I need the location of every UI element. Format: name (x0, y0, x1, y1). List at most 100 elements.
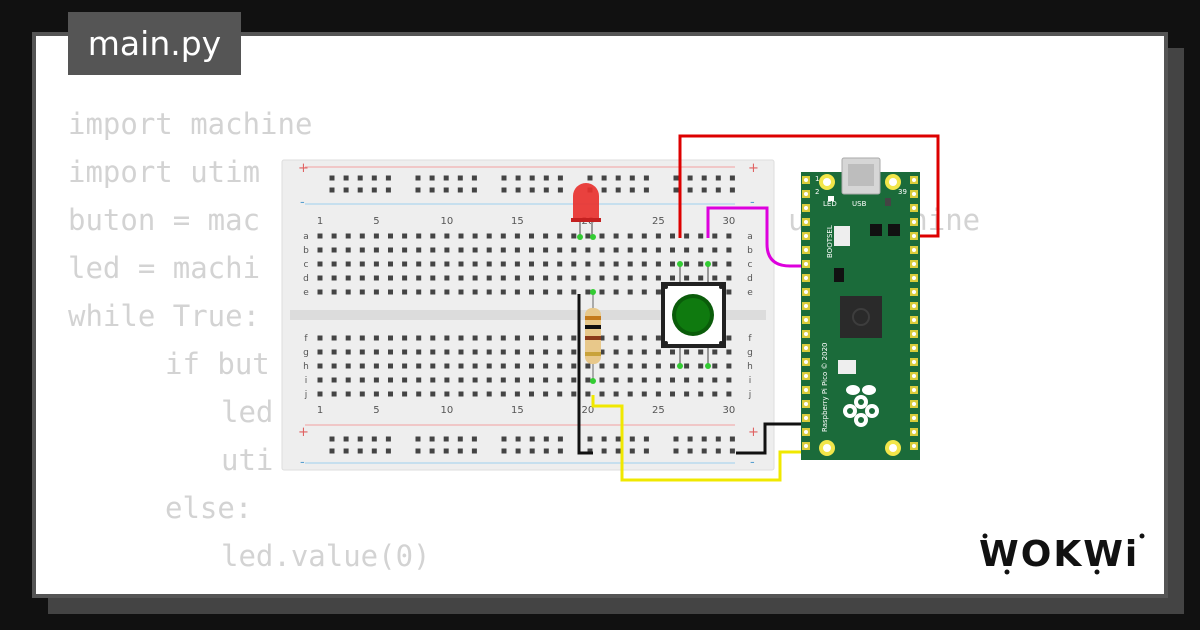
terminal-hole[interactable] (599, 391, 605, 397)
resistor-component[interactable] (585, 289, 601, 384)
terminal-hole[interactable] (655, 335, 661, 341)
terminal-hole[interactable] (627, 247, 633, 253)
terminal-hole[interactable] (514, 349, 520, 355)
terminal-hole[interactable] (514, 335, 520, 341)
terminal-hole[interactable] (529, 289, 534, 295)
rail-hole[interactable] (687, 175, 693, 181)
terminal-hole[interactable] (458, 261, 464, 267)
terminal-hole[interactable] (359, 275, 365, 281)
terminal-hole[interactable] (402, 289, 408, 295)
terminal-hole[interactable] (416, 335, 422, 341)
terminal-hole[interactable] (557, 391, 563, 397)
terminal-hole[interactable] (599, 349, 605, 355)
terminal-hole[interactable] (585, 233, 591, 239)
rail-hole[interactable] (629, 448, 635, 454)
terminal-hole[interactable] (585, 391, 591, 397)
rail-hole[interactable] (371, 187, 377, 193)
terminal-hole[interactable] (359, 391, 365, 397)
terminal-hole[interactable] (684, 377, 690, 383)
rail-hole[interactable] (601, 436, 607, 442)
terminal-hole[interactable] (331, 233, 337, 239)
rail-hole[interactable] (673, 448, 679, 454)
rail-hole[interactable] (329, 436, 335, 442)
terminal-hole[interactable] (557, 275, 563, 281)
terminal-hole[interactable] (670, 349, 675, 355)
rail-hole[interactable] (715, 448, 721, 454)
terminal-hole[interactable] (571, 275, 577, 281)
rail-hole[interactable] (429, 436, 435, 442)
terminal-hole[interactable] (388, 335, 393, 341)
terminal-hole[interactable] (331, 363, 337, 369)
terminal-hole[interactable] (317, 289, 323, 295)
rail-hole[interactable] (687, 436, 693, 442)
rail-hole[interactable] (415, 436, 421, 442)
terminal-hole[interactable] (670, 363, 675, 369)
terminal-hole[interactable] (514, 275, 520, 281)
rail-hole[interactable] (643, 436, 649, 442)
terminal-hole[interactable] (444, 261, 450, 267)
terminal-hole[interactable] (514, 377, 520, 383)
rail-hole[interactable] (357, 448, 363, 454)
push-button-component[interactable] (661, 261, 726, 369)
rail-hole[interactable] (629, 175, 635, 181)
rail-hole[interactable] (501, 175, 507, 181)
rail-hole[interactable] (385, 175, 391, 181)
terminal-hole[interactable] (543, 233, 549, 239)
terminal-hole[interactable] (655, 275, 661, 281)
terminal-hole[interactable] (345, 233, 351, 239)
terminal-hole[interactable] (345, 275, 351, 281)
terminal-hole[interactable] (726, 363, 732, 369)
terminal-hole[interactable] (585, 289, 591, 295)
rail-hole[interactable] (557, 175, 563, 181)
rail-hole[interactable] (457, 448, 463, 454)
terminal-hole[interactable] (557, 247, 563, 253)
terminal-hole[interactable] (655, 363, 661, 369)
rail-hole[interactable] (715, 436, 721, 442)
terminal-hole[interactable] (444, 335, 450, 341)
terminal-hole[interactable] (613, 335, 619, 341)
terminal-hole[interactable] (444, 233, 450, 239)
terminal-hole[interactable] (627, 391, 633, 397)
terminal-hole[interactable] (543, 391, 549, 397)
terminal-hole[interactable] (627, 261, 633, 267)
terminal-hole[interactable] (500, 335, 506, 341)
terminal-hole[interactable] (402, 363, 408, 369)
terminal-hole[interactable] (416, 247, 422, 253)
terminal-hole[interactable] (345, 377, 351, 383)
terminal-hole[interactable] (655, 349, 661, 355)
raspberry-pi-pico[interactable]: 1 2 39 LED USB BOOTSEL Raspberry Pi Pico… (801, 157, 920, 460)
rail-hole[interactable] (729, 436, 735, 442)
rail-hole[interactable] (457, 175, 463, 181)
terminal-hole[interactable] (655, 247, 661, 253)
terminal-hole[interactable] (613, 377, 619, 383)
terminal-hole[interactable] (726, 247, 732, 253)
terminal-hole[interactable] (486, 261, 492, 267)
terminal-hole[interactable] (641, 289, 647, 295)
terminal-hole[interactable] (641, 261, 647, 267)
rail-hole[interactable] (415, 187, 421, 193)
rail-hole[interactable] (529, 187, 535, 193)
rail-hole[interactable] (687, 187, 693, 193)
terminal-hole[interactable] (529, 377, 534, 383)
terminal-hole[interactable] (712, 247, 718, 253)
terminal-hole[interactable] (345, 363, 351, 369)
terminal-hole[interactable] (430, 377, 436, 383)
terminal-hole[interactable] (345, 289, 351, 295)
terminal-hole[interactable] (712, 377, 718, 383)
terminal-hole[interactable] (486, 233, 492, 239)
terminal-hole[interactable] (655, 377, 661, 383)
rail-hole[interactable] (415, 448, 421, 454)
terminal-hole[interactable] (402, 349, 408, 355)
terminal-hole[interactable] (458, 363, 464, 369)
rail-hole[interactable] (415, 175, 421, 181)
terminal-hole[interactable] (571, 261, 577, 267)
terminal-hole[interactable] (402, 261, 408, 267)
rail-hole[interactable] (385, 187, 391, 193)
rail-hole[interactable] (715, 175, 721, 181)
rail-hole[interactable] (343, 448, 349, 454)
terminal-hole[interactable] (670, 261, 675, 267)
terminal-hole[interactable] (500, 289, 506, 295)
rail-hole[interactable] (329, 448, 335, 454)
terminal-hole[interactable] (641, 335, 647, 341)
terminal-hole[interactable] (543, 275, 549, 281)
